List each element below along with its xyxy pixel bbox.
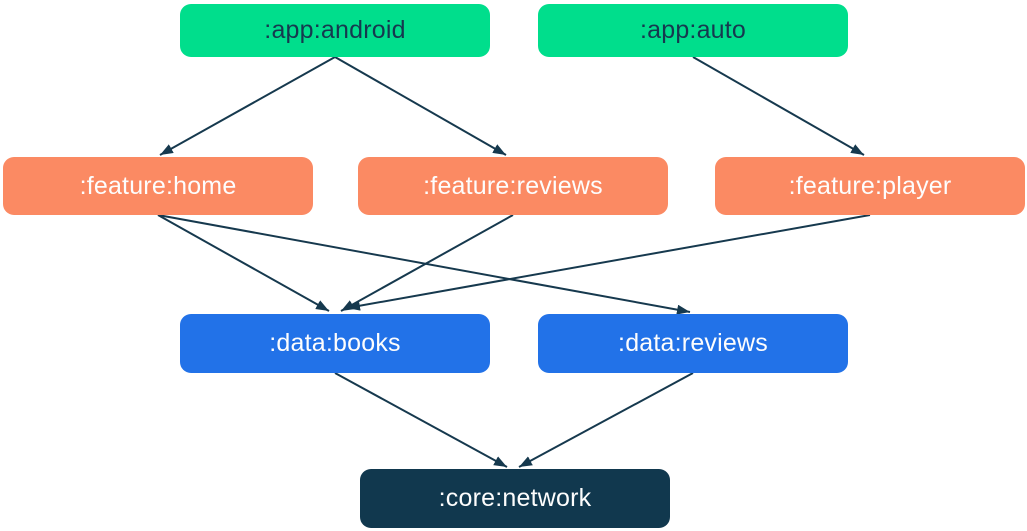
edge-feature-player-to-data-books — [346, 214, 871, 311]
edge-data-books-to-core-network — [334, 372, 508, 468]
node-app-auto: :app:auto — [538, 4, 848, 57]
node-data-books: :data:books — [180, 314, 490, 373]
node-app-android: :app:android — [180, 4, 490, 57]
node-label: :feature:reviews — [423, 171, 603, 200]
node-label: :feature:player — [788, 171, 952, 200]
edge-feature-home-to-data-reviews — [157, 214, 691, 315]
node-label: :data:books — [269, 329, 401, 357]
node-label: :core:network — [438, 484, 592, 512]
node-feature-reviews: :feature:reviews — [358, 157, 668, 215]
node-label: :feature:home — [79, 171, 237, 200]
node-label: :data:reviews — [618, 329, 768, 357]
node-feature-home: :feature:home — [3, 157, 313, 215]
node-feature-player: :feature:player — [715, 157, 1025, 215]
edge-data-reviews-to-core-network — [518, 372, 694, 468]
edge-app-android-to-feature-home — [159, 56, 336, 156]
edge-app-auto-to-feature-player — [692, 56, 865, 156]
node-label: :app:android — [264, 16, 406, 44]
node-data-reviews: :data:reviews — [538, 314, 848, 373]
node-label: :app:auto — [639, 16, 747, 44]
node-core-network: :core:network — [360, 469, 670, 528]
edge-feature-home-to-data-books — [157, 214, 330, 312]
edge-app-android-to-feature-reviews — [334, 56, 507, 156]
edge-feature-reviews-to-data-books — [340, 214, 514, 312]
